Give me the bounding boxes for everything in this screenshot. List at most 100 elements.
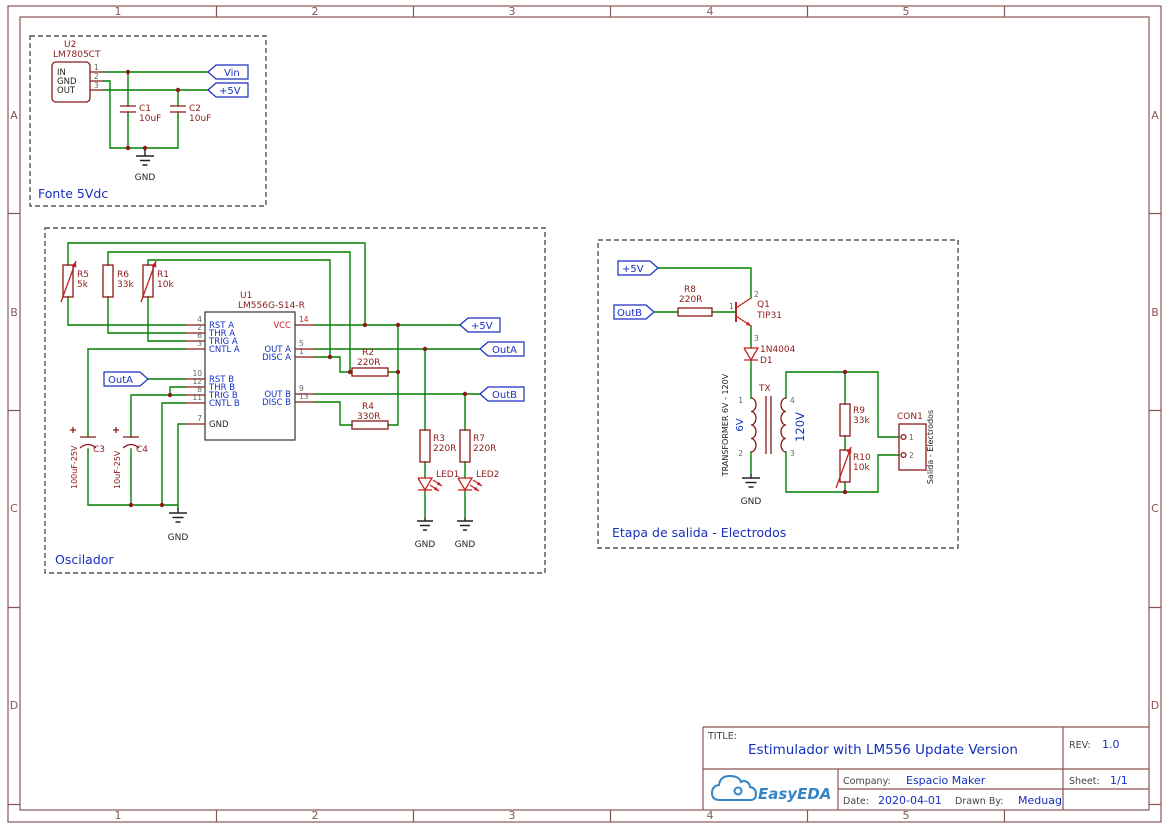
- r7-value: 220R: [473, 444, 496, 454]
- oscilador-block-label: Oscilador: [55, 552, 114, 567]
- frame-col-label: 1: [115, 809, 122, 822]
- resistor-r6[interactable]: R6 33k: [102, 264, 134, 298]
- led-led2[interactable]: LED2: [457, 470, 499, 492]
- port-outb-etapa[interactable]: OutB: [613, 304, 655, 320]
- r9-value: 33k: [853, 416, 870, 426]
- resistor-r7[interactable]: R7 220R: [459, 429, 496, 463]
- junction-dots: [842, 369, 848, 495]
- diode-d1[interactable]: 1N4004 D1: [743, 345, 796, 366]
- block-oscilador: Oscilador R5 5k R6 33k R1 10k U1 LM556G-…: [44, 227, 546, 574]
- port-5v-fonte[interactable]: +5V: [207, 82, 249, 98]
- capacitor-c1[interactable]: C1 10uF: [120, 104, 161, 124]
- r2-ref: R2: [362, 348, 374, 358]
- resistor-r3[interactable]: R3 220R: [419, 429, 456, 463]
- u1-pin-number: 2: [197, 323, 202, 332]
- etapa-dashed-border: [597, 239, 959, 549]
- frame-col-label: 1: [115, 5, 122, 18]
- u1-pin-number: 1: [299, 347, 304, 356]
- port-outb-osc[interactable]: OutB: [479, 386, 525, 402]
- frame-col-label: 3: [509, 809, 516, 822]
- frame-col-label: 3: [509, 5, 516, 18]
- frame-col-label: 5: [903, 5, 910, 18]
- frame-row-label: A: [1151, 109, 1159, 122]
- port-outa-in[interactable]: OutA: [103, 371, 149, 387]
- resistor-r1[interactable]: R1 10k: [140, 260, 174, 303]
- frame-col-label: 5: [903, 809, 910, 822]
- oscilador-wires: [67, 242, 481, 519]
- junction-dots: [128, 322, 468, 508]
- u2-pin-name: GND: [57, 77, 77, 87]
- resistor-r10[interactable]: R10 10k: [835, 446, 871, 489]
- gnd-label: GND: [455, 540, 476, 550]
- frame-col-label: 2: [312, 809, 319, 822]
- sheet-frame: 1 2 3 4 5 1 2 3 4 5 A B C D A B C D: [7, 5, 1162, 823]
- u1-pin-number: 6: [197, 331, 202, 340]
- capacitor-c3[interactable]: C3 100uF-25V: [70, 427, 105, 489]
- r6-value: 33k: [117, 280, 134, 290]
- u1-pin-number: 7: [197, 414, 202, 423]
- ic-u1[interactable]: U1 LM556G-S14-R 4 2 6 3 10 12 8 11 RST A…: [185, 291, 315, 441]
- resistor-r2[interactable]: R2 220R: [351, 348, 389, 377]
- resistor-r8[interactable]: R8 220R: [677, 285, 713, 317]
- tx-pin-number: 1: [738, 396, 743, 405]
- r9-ref: R9: [853, 406, 865, 416]
- port-5v-etapa[interactable]: +5V: [617, 260, 659, 276]
- port-vin[interactable]: Vin: [207, 64, 249, 80]
- resistor-r4[interactable]: R4 330R: [351, 402, 389, 430]
- c1-ref: C1: [139, 104, 151, 114]
- frame-col-label: 4: [707, 809, 714, 822]
- gnd-symbol-etapa: GND: [741, 474, 761, 507]
- c4-ref: C4: [136, 445, 148, 455]
- led-led1[interactable]: LED1: [417, 470, 459, 492]
- transformer-tx[interactable]: TX TRANSFORMER 6V - 120V 6V 120V 1 2 4 3: [721, 373, 807, 477]
- connector-con1[interactable]: CON1 1 2 Salida - Electrodos: [897, 410, 935, 484]
- etapa-wires: [653, 267, 900, 493]
- frame-row-label: D: [1151, 699, 1159, 712]
- capacitor-c2[interactable]: C2 10uF: [170, 104, 211, 124]
- u1-pin-name: RST B: [209, 375, 234, 385]
- port-5v-osc[interactable]: +5V: [459, 317, 501, 333]
- drawn-by-label: Drawn By:: [955, 796, 1004, 807]
- frame-col-label: 2: [312, 5, 319, 18]
- gnd-symbol-osc-main: GND: [168, 508, 188, 543]
- r5-ref: R5: [77, 270, 89, 280]
- u1-pin-number: 5: [299, 339, 304, 348]
- u1-pin-number: 8: [197, 385, 202, 394]
- resistor-r5[interactable]: R5 5k: [60, 260, 89, 303]
- sheet-label: Sheet:: [1069, 776, 1100, 787]
- regulator-u2[interactable]: U2 LM7805CT IN GND OUT 1 2 3: [51, 40, 104, 103]
- c3-ref: C3: [93, 445, 105, 455]
- port-outa[interactable]: OutA: [479, 341, 525, 357]
- port-5v-label: +5V: [471, 321, 493, 332]
- u1-pin-number: 9: [299, 384, 304, 393]
- r4-value: 330R: [357, 412, 380, 422]
- transistor-q1[interactable]: Q1 TIP31 1 2 3: [729, 290, 782, 343]
- u1-pin-name: CNTL A: [209, 345, 240, 355]
- r1-ref: R1: [157, 270, 169, 280]
- port-outb-label: OutB: [492, 390, 517, 401]
- resistor-r9[interactable]: R9 33k: [839, 403, 870, 437]
- rev-label: REV:: [1069, 740, 1091, 751]
- title-block: TITLE: Estimulador with LM556 Update Ver…: [702, 726, 1149, 810]
- u1-pin-name: OUT A: [264, 345, 291, 355]
- led2-ref: LED2: [476, 470, 499, 480]
- tx-secondary-label: 120V: [793, 412, 807, 442]
- capacitor-c4[interactable]: C4 10uF-25V: [113, 427, 148, 489]
- u1-pin-name: THR A: [208, 329, 235, 339]
- fonte-block-label: Fonte 5Vdc: [38, 186, 108, 201]
- u2-value: LM7805CT: [53, 50, 101, 60]
- r6-ref: R6: [117, 270, 129, 280]
- gnd-symbol-led2: GND: [455, 518, 476, 550]
- r8-ref: R8: [684, 285, 696, 295]
- u1-ref: U1: [240, 291, 252, 301]
- company-label: Company:: [843, 776, 891, 787]
- drawn-by-value: Meduag: [1018, 794, 1062, 807]
- u1-value: LM556G-S14-R: [238, 301, 305, 311]
- fonte-wires: [103, 71, 209, 151]
- cloud-icon: [710, 774, 758, 801]
- u2-pin-number: 1: [94, 63, 99, 72]
- logo-text: EasyEDA: [758, 785, 831, 803]
- u1-pin-name: DISC A: [262, 353, 291, 363]
- port-5v-label: +5V: [219, 86, 241, 97]
- tx-pin-number: 4: [790, 396, 795, 405]
